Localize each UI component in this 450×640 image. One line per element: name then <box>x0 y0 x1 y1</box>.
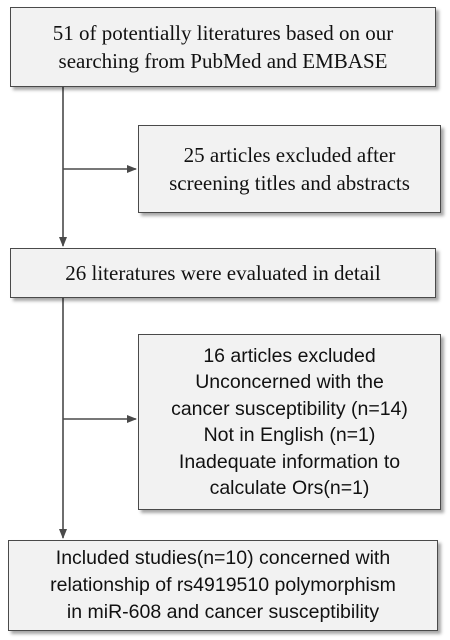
excluded-detail-box: 16 articles excluded Unconcerned with th… <box>138 334 441 510</box>
evaluated-box: 26 literatures were evaluated in detail <box>10 248 436 298</box>
box-text-line: 26 literatures were evaluated in detail <box>65 261 381 285</box>
box-text-line: in miR-608 and cancer susceptibility <box>66 601 380 623</box>
search-results-box: 51 of potentially literatures based on o… <box>10 7 436 87</box>
box-text-line: searching from PubMed and EMBASE <box>58 49 388 73</box>
box-text-line: Included studies(n=10) concerned with <box>55 547 391 569</box>
box-text-line: Not in English (n=1) <box>203 424 376 446</box>
box-text-line: 51 of potentially literatures based on o… <box>52 21 394 45</box>
box-text-line: cancer susceptibility (n=14) <box>171 397 408 420</box>
box-text-line: Unconcerned with the <box>195 371 384 393</box>
box-text-line: screening titles and abstracts <box>169 171 410 195</box>
included-studies-box: Included studies(n=10) concerned with re… <box>8 540 438 631</box>
box-text-line: relationship of rs4919510 polymorphism <box>50 574 396 596</box>
box-text-line: Inadequate information to <box>178 450 401 473</box>
excluded-screening-box: 25 articles excluded after screening tit… <box>138 125 441 213</box>
box-text-line: 25 articles excluded after <box>183 143 396 167</box>
box-text-line: calculate Ors(n=1) <box>209 477 370 499</box>
box-text-line: 16 articles excluded <box>203 344 376 367</box>
